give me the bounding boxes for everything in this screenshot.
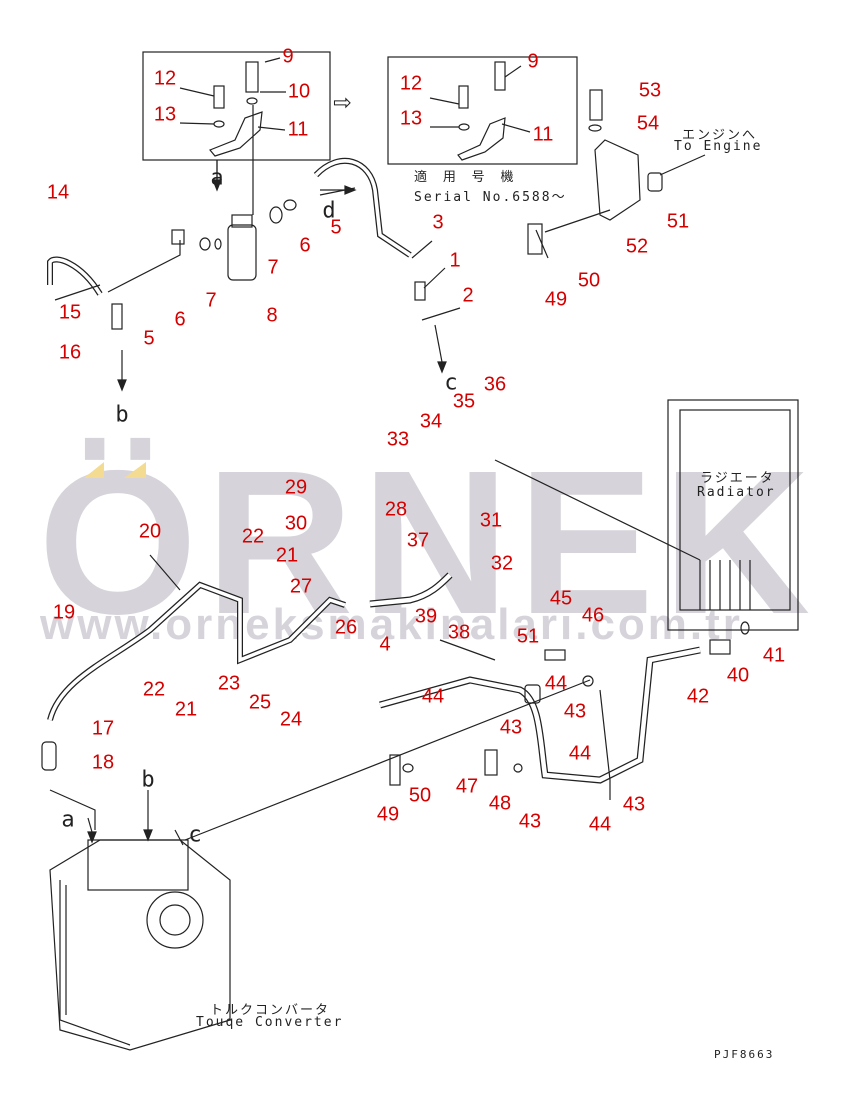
note-converter-jp: トルクコンバータ [210,1003,331,1018]
part-number-label: 22 [142,678,166,701]
part-number-label: 2 [462,284,474,307]
part-number-label: 18 [91,751,115,774]
part-number-label: 19 [52,601,76,624]
part-number-label: 12 [399,72,423,95]
part-number-label: 44 [588,813,612,836]
connection-letter: c [188,822,202,848]
part-number-label: 52 [625,235,649,258]
part-number-label: 30 [284,512,308,535]
part-number-label: 54 [636,112,660,135]
part-number-label: 49 [544,288,568,311]
part-number-label: 33 [386,428,410,451]
part-number-label: 38 [447,621,471,644]
note-serial-en: Serial No.6588〜 [414,190,567,205]
part-number-label: 24 [279,708,303,731]
part-number-label: 26 [334,616,358,639]
part-number-label: 13 [153,103,177,126]
watermark-logo: ÖRNEK [38,428,819,657]
part-number-label: 13 [399,107,423,130]
part-number-label: 21 [275,544,299,567]
part-number-label: 11 [287,118,309,141]
part-number-label: 9 [282,45,294,68]
part-number-label: 39 [414,605,438,628]
part-number-label: 35 [452,390,476,413]
detail-box-new [387,56,578,165]
part-number-label: 43 [563,700,587,723]
part-number-label: 32 [490,552,514,575]
part-number-label: 44 [568,742,592,765]
part-number-label: 6 [174,308,186,331]
part-number-label: 44 [421,685,445,708]
part-number-label: 17 [91,717,115,740]
part-number-label: 36 [483,373,507,396]
part-number-label: 42 [686,685,710,708]
part-number-label: 23 [217,672,241,695]
note-engine-jp: エンジンへ [682,128,758,143]
part-number-label: 53 [638,79,662,102]
part-number-label: 28 [384,498,408,521]
part-number-label: 46 [581,604,605,627]
part-number-label: 34 [419,410,443,433]
note-radiator-en: Radiator [697,485,776,500]
part-number-label: 49 [376,803,400,826]
detail-box-old [142,51,331,161]
part-number-label: 45 [549,587,573,610]
arrow-right-icon: ⇨ [333,84,352,119]
part-number-label: 16 [58,341,82,364]
part-number-label: 1 [449,249,461,272]
part-number-label: 3 [432,211,444,234]
part-number-label: 44 [544,672,568,695]
part-number-label: 51 [666,210,690,233]
part-number-label: 50 [408,784,432,807]
part-number-label: 31 [479,509,503,532]
part-number-label: 7 [267,256,279,279]
part-number-label: 50 [577,269,601,292]
part-number-label: 43 [518,810,542,833]
connection-letter: c [444,370,458,396]
part-number-label: 5 [143,327,155,350]
part-number-label: 48 [488,792,512,815]
part-number-label: 5 [330,216,342,239]
part-number-label: 21 [174,698,198,721]
part-number-label: 47 [455,775,479,798]
part-number-label: 43 [622,793,646,816]
radiator [667,399,799,631]
note-radiator-jp: ラジエータ [700,471,775,486]
part-number-label: 51 [516,625,540,648]
connection-letter: b [115,402,129,428]
part-number-label: 6 [299,234,311,257]
part-number-label: 40 [726,664,750,687]
part-number-label: 15 [58,301,82,324]
part-number-label: 7 [205,289,217,312]
part-number-label: 9 [527,50,539,73]
part-number-label: 22 [241,525,265,548]
part-number-label: 43 [499,716,523,739]
part-number-label: 20 [138,520,162,543]
connection-letter: a [210,165,224,191]
note-serial-jp: 適 用 号 機 [414,170,518,185]
drawing-code: PJF8663 [714,1048,775,1061]
part-number-label: 12 [153,67,177,90]
part-number-label: 14 [46,181,70,204]
connection-letter: d [322,198,336,224]
part-number-label: 11 [532,123,554,146]
connection-letter: a [61,807,75,833]
part-number-label: 10 [287,80,311,103]
note-converter-en: Touqe Converter [196,1015,344,1030]
connection-letter: b [141,767,155,793]
part-number-label: 27 [289,575,313,598]
note-engine-en: To Engine [674,139,763,154]
part-number-label: 29 [284,476,308,499]
part-number-label: 25 [248,691,272,714]
part-number-label: 4 [379,633,391,656]
part-number-label: 8 [266,304,278,327]
part-number-label: 41 [762,644,786,667]
part-number-label: 37 [406,529,430,552]
